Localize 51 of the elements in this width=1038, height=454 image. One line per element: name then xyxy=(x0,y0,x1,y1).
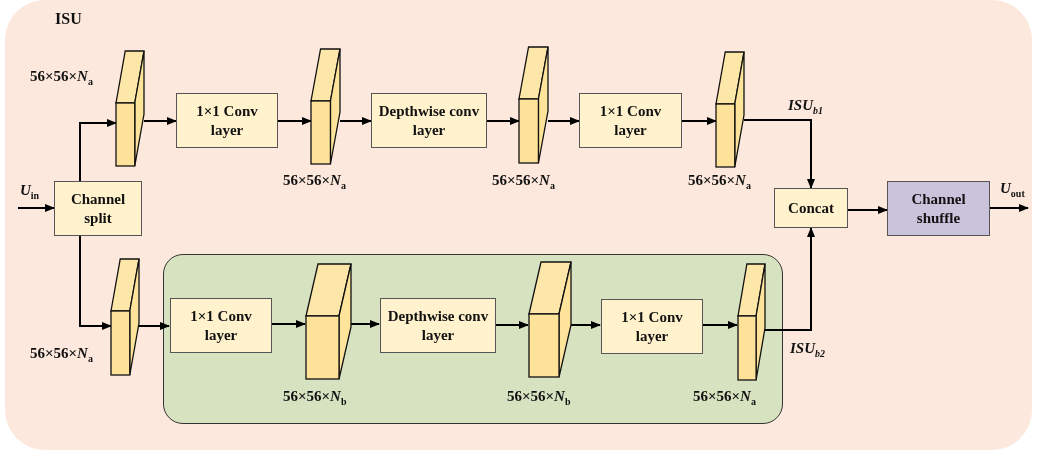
feature-map-block xyxy=(111,259,139,375)
feature-map-block xyxy=(116,51,144,166)
dimension-label: 56×56×N$_{b}$ xyxy=(507,388,571,407)
dimension-label: 56×56×N$_{a}$ xyxy=(30,68,93,87)
feature-map-block xyxy=(311,49,340,164)
feature-map-block xyxy=(738,264,765,380)
arrow xyxy=(569,321,601,329)
arrow xyxy=(486,117,520,125)
arrow xyxy=(277,117,312,125)
arrow xyxy=(681,117,717,125)
arrow xyxy=(138,322,170,330)
arrow xyxy=(989,204,1029,212)
process-box: Channel shuffle xyxy=(887,181,990,236)
arrow xyxy=(270,320,306,328)
arrow xyxy=(79,119,117,182)
edge-label: U$_{in}$ xyxy=(20,182,40,201)
process-box: Depthwise conv layer xyxy=(371,93,487,148)
dimension-label: 56×56×N$_{a}$ xyxy=(283,172,346,191)
arrow xyxy=(847,206,888,214)
feature-map-block xyxy=(716,52,744,167)
panel-title: ISU xyxy=(55,10,82,28)
unit-panel xyxy=(5,0,1032,450)
dimension-label: 56×56×N$_{a}$ xyxy=(693,388,756,407)
process-box: 1×1 Conv layer xyxy=(176,93,278,148)
process-box: 1×1 Conv layer xyxy=(170,298,272,353)
edge-label: U$_{out}$ xyxy=(1000,180,1025,199)
arrow xyxy=(701,321,738,329)
arrow xyxy=(143,117,177,125)
arrow xyxy=(339,117,372,125)
feature-map-block xyxy=(529,262,571,377)
dimension-label: 56×56×N$_{a}$ xyxy=(30,345,93,364)
arrow xyxy=(743,119,815,189)
process-box: Channel split xyxy=(54,181,142,236)
arrow xyxy=(17,204,55,212)
arrow xyxy=(494,321,529,329)
dimension-label: 56×56×N$_{a}$ xyxy=(492,172,555,191)
branch-panel xyxy=(163,254,783,424)
arrow xyxy=(547,117,580,125)
arrow xyxy=(763,227,815,331)
process-box: 1×1 Conv layer xyxy=(579,93,682,148)
feature-map-block xyxy=(306,264,351,379)
dimension-label: 56×56×N$_{a}$ xyxy=(688,172,751,191)
edge-label: ISU$_{b1}$ xyxy=(788,97,823,116)
process-box: Depthwise conv layer xyxy=(380,298,496,353)
feature-map-block xyxy=(519,47,548,163)
process-box: 1×1 Conv layer xyxy=(601,299,703,354)
process-box: Concat xyxy=(774,188,848,228)
dimension-label: 56×56×N$_{b}$ xyxy=(283,388,347,407)
edge-label: ISU$_{b2}$ xyxy=(790,340,825,359)
arrow xyxy=(79,235,112,330)
arrow xyxy=(349,320,380,328)
